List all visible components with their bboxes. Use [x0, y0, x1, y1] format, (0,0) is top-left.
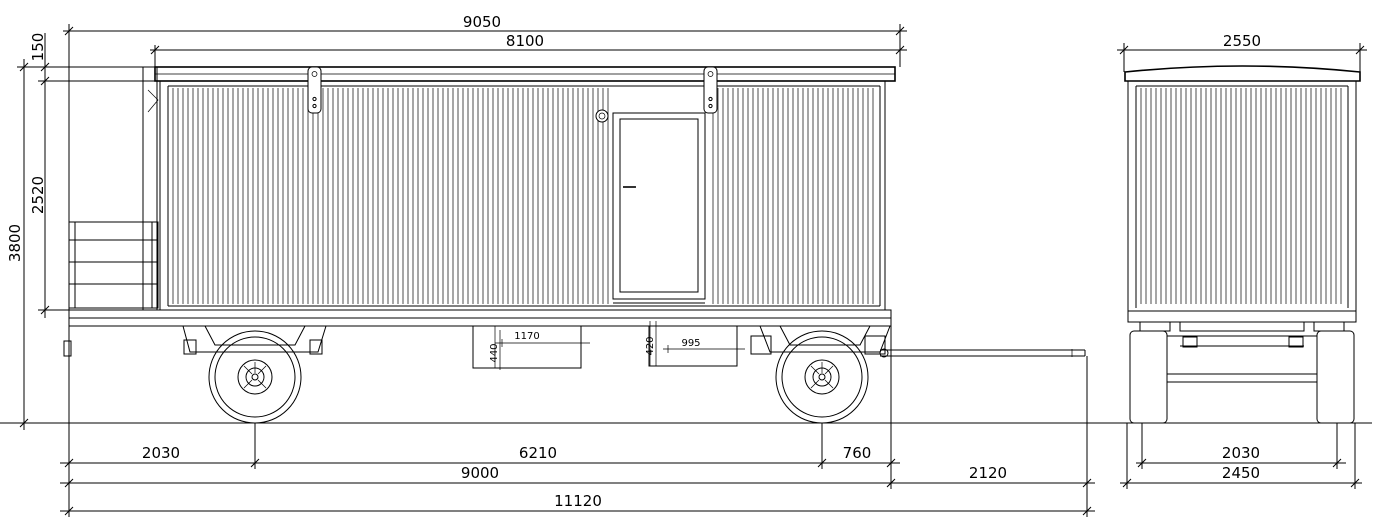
rear-wheel	[208, 330, 302, 424]
end-body	[1127, 80, 1357, 312]
door-leaf	[619, 118, 699, 293]
dimension-labels: 9050 8100 150 2520 3800 2550 1170 440 99…	[6, 13, 1261, 510]
dim-2450: 2450	[1222, 464, 1260, 482]
side-corrugation	[172, 88, 874, 304]
storage-box-1	[472, 325, 582, 369]
dimension-lines	[17, 24, 1367, 517]
dim-150: 150	[29, 33, 47, 62]
end-tyre-right	[1316, 330, 1355, 424]
dim-8100: 8100	[506, 32, 544, 50]
storage-box-2	[648, 325, 738, 367]
end-view	[1124, 65, 1361, 424]
dim-2550: 2550	[1223, 32, 1261, 50]
door-frame	[612, 112, 706, 300]
dim-3800: 3800	[6, 224, 24, 262]
dim-995: 995	[681, 338, 700, 349]
dim-760: 760	[843, 444, 872, 462]
dim-440: 440	[489, 343, 500, 362]
dim-2520: 2520	[29, 176, 47, 214]
drawbar	[879, 348, 1086, 358]
dim-6210: 6210	[519, 444, 557, 462]
dim-9050: 9050	[463, 13, 501, 31]
side-body-panel	[159, 80, 886, 311]
dim-11120: 11120	[554, 492, 602, 510]
dim-1170: 1170	[514, 331, 539, 342]
side-view	[63, 66, 1086, 424]
rear-railing	[68, 221, 159, 309]
end-tyre-left	[1129, 330, 1168, 424]
dim-9000: 9000	[461, 464, 499, 482]
lifting-lug-right	[703, 66, 718, 114]
dim-2030-front: 2030	[142, 444, 180, 462]
lamp	[595, 109, 609, 123]
end-corrugation	[1140, 88, 1342, 304]
dim-420: 420	[645, 336, 656, 355]
dim-2120: 2120	[969, 464, 1007, 482]
dim-2030-track: 2030	[1222, 444, 1260, 462]
lifting-lug-left	[307, 66, 322, 114]
end-roof	[1124, 65, 1361, 82]
end-axle	[1166, 335, 1318, 383]
